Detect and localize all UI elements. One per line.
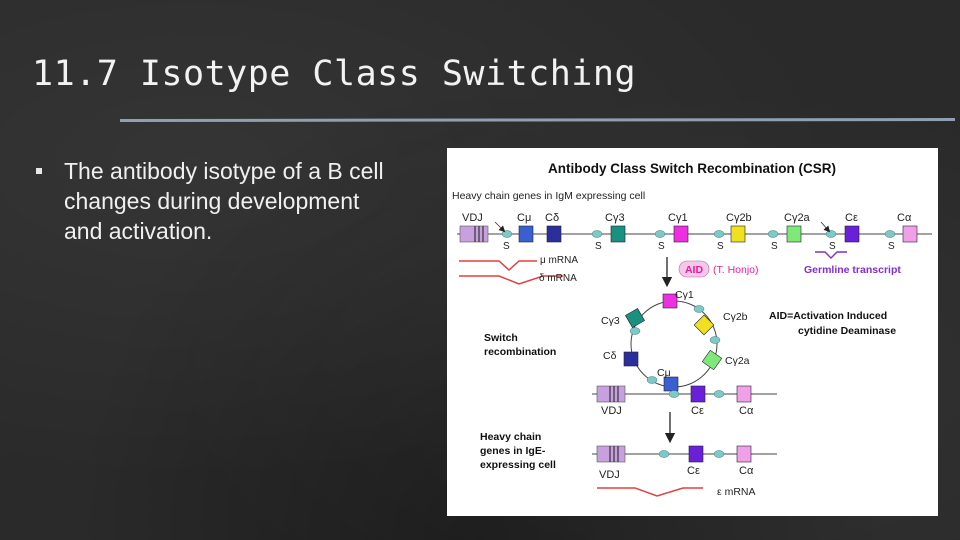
germline-label: Germline transcript [804, 264, 901, 276]
s-label-3: S [658, 241, 665, 252]
s-label-4: S [717, 241, 724, 252]
delta-mrna-line [459, 275, 563, 285]
circle-gene-cdelta [623, 351, 639, 367]
bottom-gene-cepsilon [688, 445, 704, 463]
mid-label-cepsilon: Cε [691, 405, 704, 417]
s-label-5: S [771, 241, 778, 252]
title-underline [120, 118, 955, 122]
mu-mrna-label: μ mRNA [540, 255, 578, 266]
bottom-label-vdj: VDJ [599, 469, 620, 481]
top-label-cgamma2a: Cγ2a [784, 212, 811, 224]
top-label-cdelta: Cδ [545, 212, 559, 224]
top-gene-calpha [902, 225, 918, 243]
csr-diagram: Antibody Class Switch Recombination (CSR… [452, 161, 932, 498]
top-label-calpha: Cα [897, 212, 912, 224]
bottom-gene-calpha [736, 445, 752, 463]
epsilon-mrna-line [597, 487, 703, 497]
circle-gene-cgamma1 [662, 293, 678, 309]
top-gene-cepsilon [844, 225, 860, 243]
top-switch-regions [501, 230, 896, 238]
circle-gene-cmu [663, 376, 679, 392]
top-label-vdj: VDJ [462, 212, 483, 224]
bullet-list: The antibody isotype of a B cell changes… [36, 156, 396, 246]
aid-badge [678, 260, 710, 278]
switch-pointer-left [494, 221, 506, 233]
switch-pointer-right [820, 221, 831, 233]
top-label-cepsilon: Cε [845, 212, 858, 224]
circle-gene-cgamma2a [701, 349, 723, 371]
bullet-marker [36, 168, 42, 174]
section3-line1: Heavy chain [480, 431, 541, 443]
top-label-cgamma3: Cγ3 [605, 212, 625, 224]
mid-label-calpha: Cα [739, 405, 754, 417]
mid-gene-cepsilon [690, 385, 706, 403]
section3-line2: genes in IgE- [480, 445, 546, 457]
bullet-text: The antibody isotype of a B cell changes… [64, 158, 384, 244]
circle-gene-cgamma2b [693, 314, 715, 336]
circle-label-cgamma3: Cγ3 [601, 315, 620, 327]
germline-squiggle [815, 251, 847, 259]
top-gene-cgamma2b [730, 225, 746, 243]
top-label-cgamma2b: Cγ2b [726, 212, 752, 224]
csr-figure: Antibody Class Switch Recombination (CSR… [447, 148, 938, 516]
bottom-vdj-block [596, 445, 626, 463]
top-gene-cgamma2a [786, 225, 802, 243]
epsilon-mrna-label: ε mRNA [717, 486, 756, 498]
aid-badge-text: AID [685, 264, 704, 276]
s-label-7: S [888, 241, 895, 252]
figure-title: Antibody Class Switch Recombination (CSR… [548, 161, 836, 176]
s-label-1: S [503, 241, 510, 252]
delta-mrna-label: δ mRNA [539, 273, 577, 284]
switch-rec-line1: Switch [484, 332, 518, 344]
top-gene-cgamma1 [673, 225, 689, 243]
top-gene-cdelta [546, 225, 562, 243]
circle-label-cgamma2b: Cγ2b [723, 311, 748, 323]
aid-def-line2: cytidine Deaminase [798, 325, 896, 337]
circle-switch-regions [629, 305, 721, 384]
top-gene-cgamma3 [610, 225, 626, 243]
mid-switch-regions [668, 390, 725, 398]
switch-rec-line2: recombination [484, 346, 556, 358]
section3-line3: expressing cell [480, 459, 556, 471]
circle-gene-cgamma3 [625, 308, 645, 328]
mid-vdj-block [596, 385, 626, 403]
switch-circle [630, 300, 718, 388]
circle-label-cgamma1: Cγ1 [675, 289, 694, 301]
mid-label-vdj: VDJ [601, 405, 622, 417]
aid-author: (T. Honjo) [713, 264, 759, 276]
circle-label-cdelta: Cδ [603, 350, 617, 362]
slide-title: 11.7 Isotype Class Switching [32, 54, 637, 94]
top-label-cgamma1: Cγ1 [668, 212, 688, 224]
mid-gene-calpha [736, 385, 752, 403]
top-label-cmu: Cμ [517, 212, 531, 224]
aid-def-line1: AID=Activation Induced [769, 310, 887, 322]
bottom-switch-regions [658, 450, 725, 458]
top-gene-cmu [518, 225, 534, 243]
mu-mrna-line [459, 260, 537, 272]
bottom-label-cepsilon: Cε [687, 465, 700, 477]
circle-label-cmu: Cμ [657, 367, 671, 379]
s-label-6: S [829, 241, 836, 252]
section1-label: Heavy chain genes in IgM expressing cell [452, 190, 645, 202]
s-label-2: S [595, 241, 602, 252]
bottom-label-calpha: Cα [739, 465, 754, 477]
circle-label-cgamma2a: Cγ2a [725, 355, 750, 367]
top-vdj-block [459, 225, 489, 243]
